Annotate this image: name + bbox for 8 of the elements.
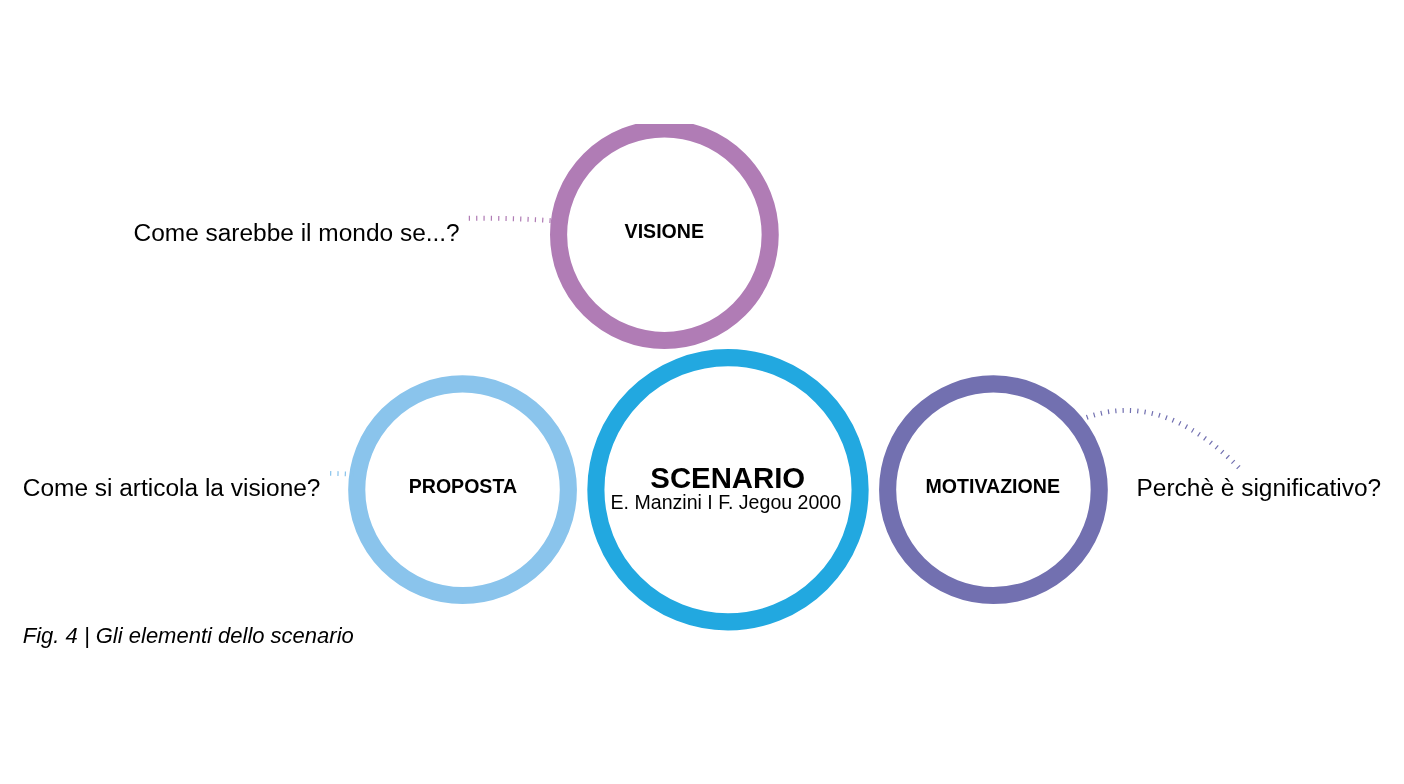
node-circle: VISIONE: [550, 123, 779, 349]
node-circle: SCENARIO E. Manzini I F. Jegou 2000: [587, 348, 869, 630]
caption: Fig. 4 | Gli elementi dello scenario: [22, 622, 354, 648]
node-text: Perchè è significativo?: [1136, 473, 1382, 501]
node-text: Come si articola la visione?: [22, 473, 321, 501]
node-circle: MOTIVAZIONE: [879, 374, 1108, 604]
node-circle: PROPOSTA: [348, 374, 577, 604]
node-text: Come sarebbe il mondo se...?: [133, 218, 460, 246]
